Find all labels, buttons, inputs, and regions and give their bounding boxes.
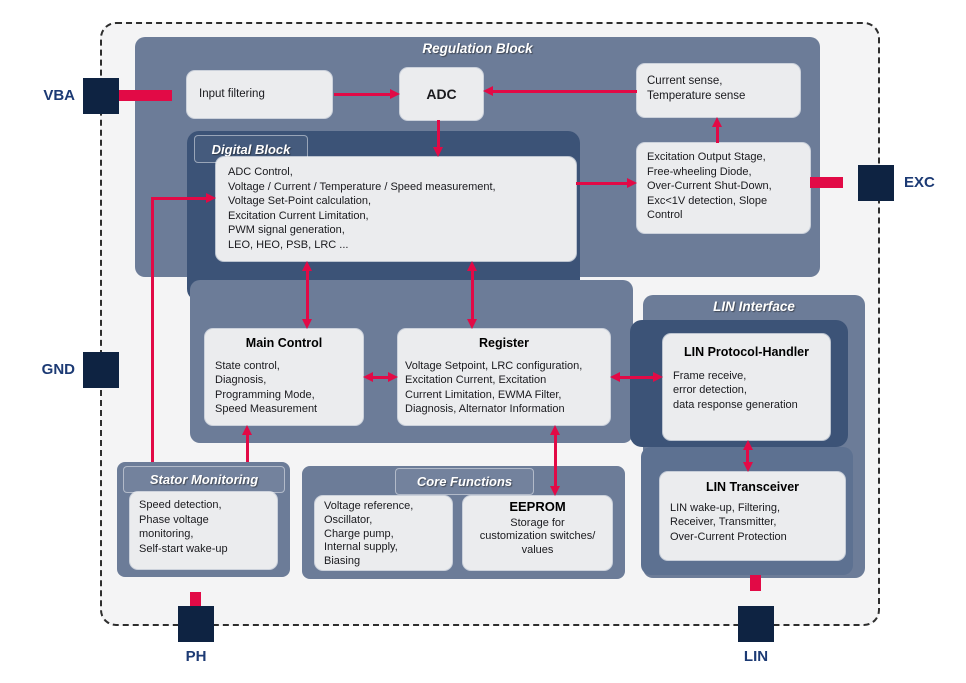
main-control-box: Main Control State control,Diagnosis,Pro… bbox=[205, 329, 363, 425]
core-analog-box: Voltage reference,Oscillator,Charge pump… bbox=[315, 496, 452, 570]
register-box: Register Voltage Setpoint, LRC configura… bbox=[398, 329, 610, 425]
pin-vba bbox=[83, 78, 119, 114]
arrow-excitation-to-sense bbox=[716, 127, 719, 143]
arrow-digital-to-excitation bbox=[576, 182, 628, 185]
pin-label-ph: PH bbox=[185, 648, 207, 665]
regulation-block-title: Regulation Block bbox=[422, 41, 533, 56]
lin-transceiver-box: LIN Transceiver LIN wake-up, Filtering,R… bbox=[660, 472, 845, 560]
core-functions-title: Core Functions bbox=[416, 474, 513, 489]
current-temperature-sense-box: Current sense,Temperature sense bbox=[637, 64, 800, 117]
arrow-sense-to-adc bbox=[493, 90, 637, 93]
pin-label-lin: LIN bbox=[743, 648, 769, 665]
register-title: Register bbox=[478, 336, 530, 350]
arrow-stator-to-digital-vertical bbox=[151, 197, 154, 462]
arrow-register-eeprom bbox=[554, 435, 557, 486]
arrowhead-digital-register-up bbox=[467, 261, 477, 271]
arrow-digital-maincontrol bbox=[306, 271, 309, 320]
stator-monitoring-title-tab: Stator Monitoring bbox=[123, 466, 285, 493]
arrowhead-register-linprotocol-left bbox=[610, 372, 620, 382]
eeprom-title: EEPROM bbox=[509, 499, 566, 514]
pin-gnd bbox=[83, 352, 119, 388]
lin-protocol-handler-box: LIN Protocol-Handler Frame receive,error… bbox=[663, 334, 830, 440]
arrow-register-linprotocol bbox=[620, 376, 653, 379]
arrow-stator-to-digital-horizontal bbox=[151, 197, 206, 200]
arrowhead-digital-maincontrol-down bbox=[302, 319, 312, 329]
arrow-adc-to-digital bbox=[437, 120, 440, 149]
arrowhead-protocol-transceiver-up bbox=[743, 440, 753, 450]
arrow-excitation-to-exc bbox=[810, 177, 843, 188]
arrow-digital-register bbox=[471, 271, 474, 320]
digital-functions-box: ADC Control,Voltage / Current / Temperat… bbox=[216, 157, 576, 261]
lin-interface-title: LIN Interface bbox=[713, 299, 795, 314]
arrowhead-digital-register-down bbox=[467, 319, 477, 329]
pin-exc bbox=[858, 165, 894, 201]
main-control-title: Main Control bbox=[245, 336, 323, 350]
pin-ph bbox=[178, 606, 214, 642]
arrowhead-register-eeprom-down bbox=[550, 486, 560, 496]
arrowhead-sense-to-adc bbox=[483, 86, 493, 96]
lin-transceiver-title: LIN Transceiver bbox=[705, 480, 800, 494]
arrowhead-excitation-to-sense bbox=[712, 117, 722, 127]
arrowhead-input-to-adc bbox=[390, 89, 400, 99]
pin-label-vba: VBA bbox=[43, 87, 75, 104]
arrowhead-register-linprotocol-right bbox=[653, 372, 663, 382]
input-filtering-box: Input filtering bbox=[187, 71, 332, 118]
arrowhead-stator-to-maincontrol bbox=[242, 425, 252, 435]
arrow-stator-to-maincontrol bbox=[246, 435, 249, 462]
arrow-protocol-transceiver bbox=[746, 450, 749, 462]
arrowhead-maincontrol-register-right bbox=[388, 372, 398, 382]
adc-box: ADC bbox=[400, 68, 483, 120]
core-functions-title-tab: Core Functions bbox=[395, 468, 534, 495]
pin-label-gnd: GND bbox=[41, 361, 75, 378]
excitation-output-stage-box: Excitation Output Stage,Free-wheeling Di… bbox=[637, 143, 810, 233]
arrowhead-digital-to-excitation bbox=[627, 178, 637, 188]
arrowhead-protocol-transceiver-down bbox=[743, 462, 753, 472]
digital-block-title: Digital Block bbox=[211, 141, 291, 157]
arrowhead-digital-maincontrol-up bbox=[302, 261, 312, 271]
arrow-vba-to-input bbox=[119, 90, 172, 101]
pin-label-exc: EXC bbox=[904, 174, 935, 191]
arrow-transceiver-lin bbox=[750, 575, 761, 591]
arrow-input-to-adc bbox=[334, 93, 390, 96]
arrow-ph-to-stator bbox=[190, 592, 201, 607]
arrow-maincontrol-register bbox=[373, 376, 388, 379]
lin-protocol-handler-title: LIN Protocol-Handler bbox=[683, 345, 809, 359]
arrowhead-adc-to-digital bbox=[433, 147, 443, 157]
arrowhead-stator-to-digital bbox=[206, 193, 216, 203]
pin-lin bbox=[738, 606, 774, 642]
arrowhead-maincontrol-register-left bbox=[363, 372, 373, 382]
arrowhead-register-eeprom-up bbox=[550, 425, 560, 435]
stator-monitoring-title: Stator Monitoring bbox=[149, 472, 259, 487]
